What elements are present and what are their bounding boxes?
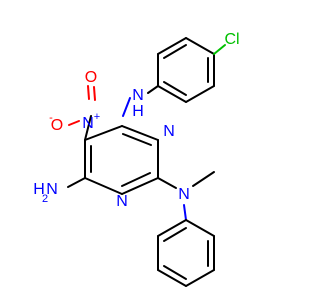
bond-ring2-6 (185, 219, 215, 237)
bond-c-no2 (84, 115, 92, 141)
bond-pyr-6 (84, 125, 123, 141)
bond-pyr-inner-3 (121, 172, 151, 187)
atom-amino-h: H (33, 181, 45, 198)
molecule-canvas: Cl N H N + O O - N N H N 2 N (33, 31, 240, 287)
bond-c-cl (213, 44, 226, 55)
bond-pyr-4 (84, 177, 123, 195)
atom-nitro-n: N (82, 115, 94, 132)
bond-pyr-1 (121, 125, 159, 141)
chemical-structure-diagram: Cl N H N + O O - N N H N 2 N (33, 31, 240, 287)
phenyl-ring (157, 219, 215, 287)
pyrimidine-ring (84, 125, 159, 195)
bond-ring1-inner-1 (163, 44, 187, 59)
bond-n-phenyl (183, 204, 187, 221)
amine-linker (122, 85, 159, 117)
atom-ring-n-top: N (163, 123, 175, 140)
atom-amine-n: N (132, 87, 144, 104)
atom-oxygen-minus: O (51, 117, 63, 134)
bond-ring2-3 (157, 269, 187, 287)
atom-nitro-charge: + (94, 111, 100, 123)
bond-c-nh2 (67, 177, 86, 188)
bond-pyr-inner-1 (122, 133, 152, 146)
bond-ring1-4 (185, 85, 215, 103)
bond-n-o-top-double (93, 86, 96, 101)
bond-n-o-top (87, 85, 90, 100)
bond-pyr-3 (121, 177, 159, 195)
bond-n-pyrimidine (122, 97, 131, 117)
bond-n-methyl (192, 171, 215, 187)
bond-n-o-minus (68, 120, 80, 126)
atom-amine-h: H (132, 103, 144, 120)
amino-group (67, 177, 86, 188)
bond-ring2-inner-2 (163, 265, 187, 280)
bond-ring1-2 (185, 37, 215, 55)
atom-oxygen-charge: - (49, 112, 53, 124)
atom-oxygen-top: O (85, 69, 97, 86)
nitro-group (68, 85, 96, 141)
bond-ring1-n (147, 85, 159, 94)
atom-amino-subscript: 2 (42, 193, 48, 205)
chlorophenyl-ring (157, 37, 226, 103)
atom-ring-n-bottom: N (116, 193, 128, 210)
bond-ring1-5 (157, 85, 187, 103)
bond-ring2-1 (157, 219, 187, 237)
bond-ring2-inner-1 (163, 227, 187, 242)
bond-ring2-4 (185, 269, 215, 287)
atom-chlorine: Cl (224, 31, 239, 48)
bond-c-nmethyl (157, 177, 177, 189)
atom-methylphenyl-n: N (178, 186, 190, 203)
atom-amino-n: N (46, 181, 58, 198)
bond-ring1-inner-3 (163, 81, 187, 96)
methylphenylamino-group (157, 171, 215, 221)
bond-ring1-1 (157, 37, 187, 55)
